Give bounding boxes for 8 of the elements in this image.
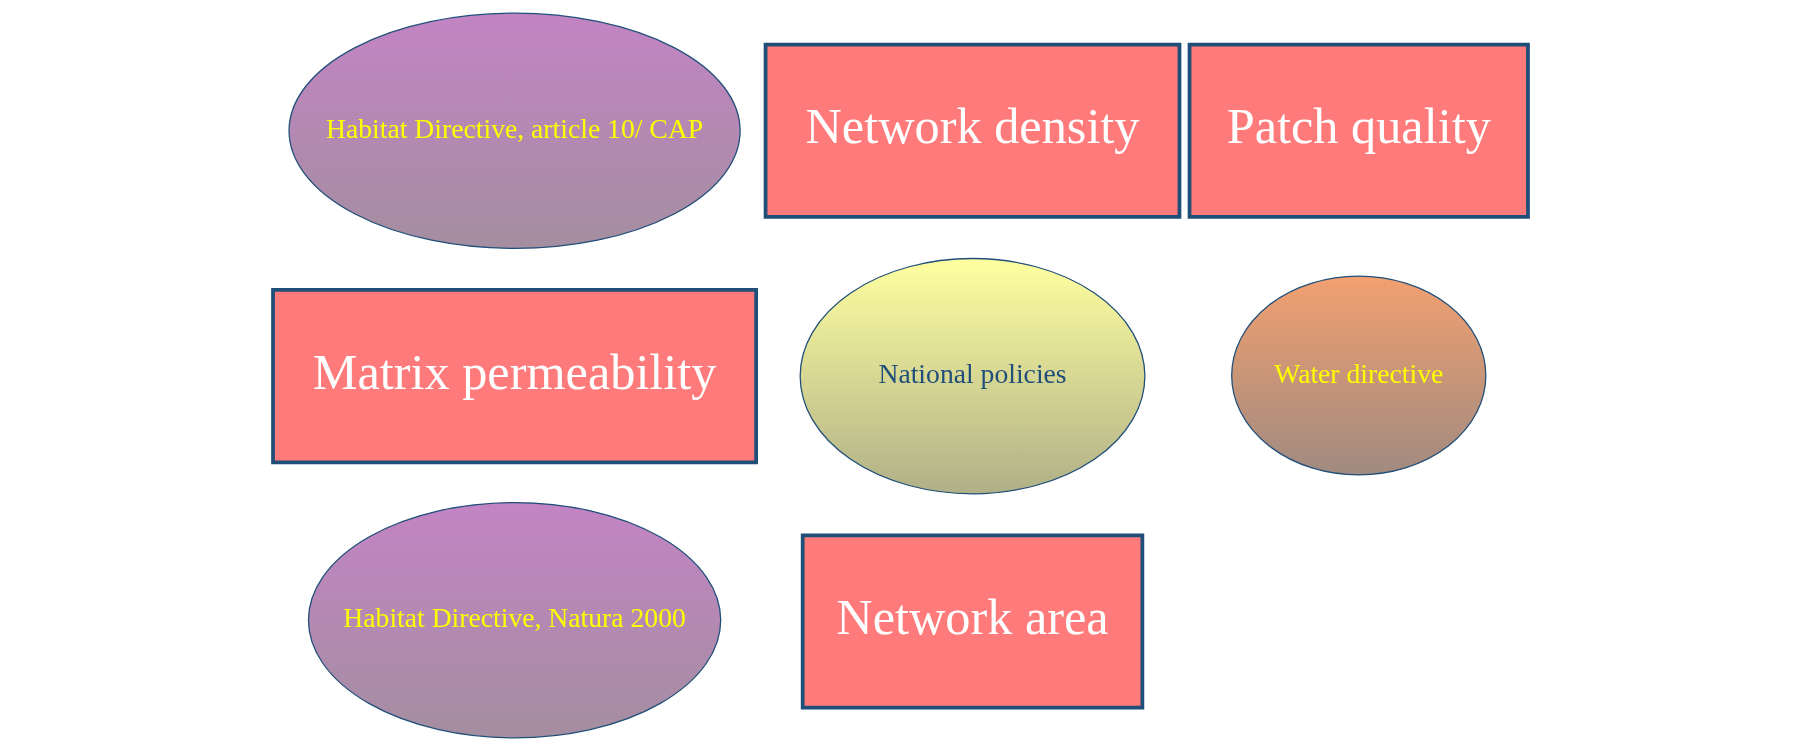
node-box: Network density bbox=[763, 42, 1182, 219]
node-ellipse: National policies bbox=[799, 257, 1146, 495]
node-box: Matrix permeability bbox=[271, 288, 759, 465]
node-ellipse: Habitat Directive, article 10/ CAP bbox=[288, 12, 741, 250]
node-ellipse: Water directive bbox=[1231, 275, 1487, 476]
node-box: Network area bbox=[800, 533, 1145, 710]
node-ellipse: Habitat Directive, Natura 2000 bbox=[307, 501, 722, 739]
node-box: Patch quality bbox=[1187, 42, 1530, 219]
